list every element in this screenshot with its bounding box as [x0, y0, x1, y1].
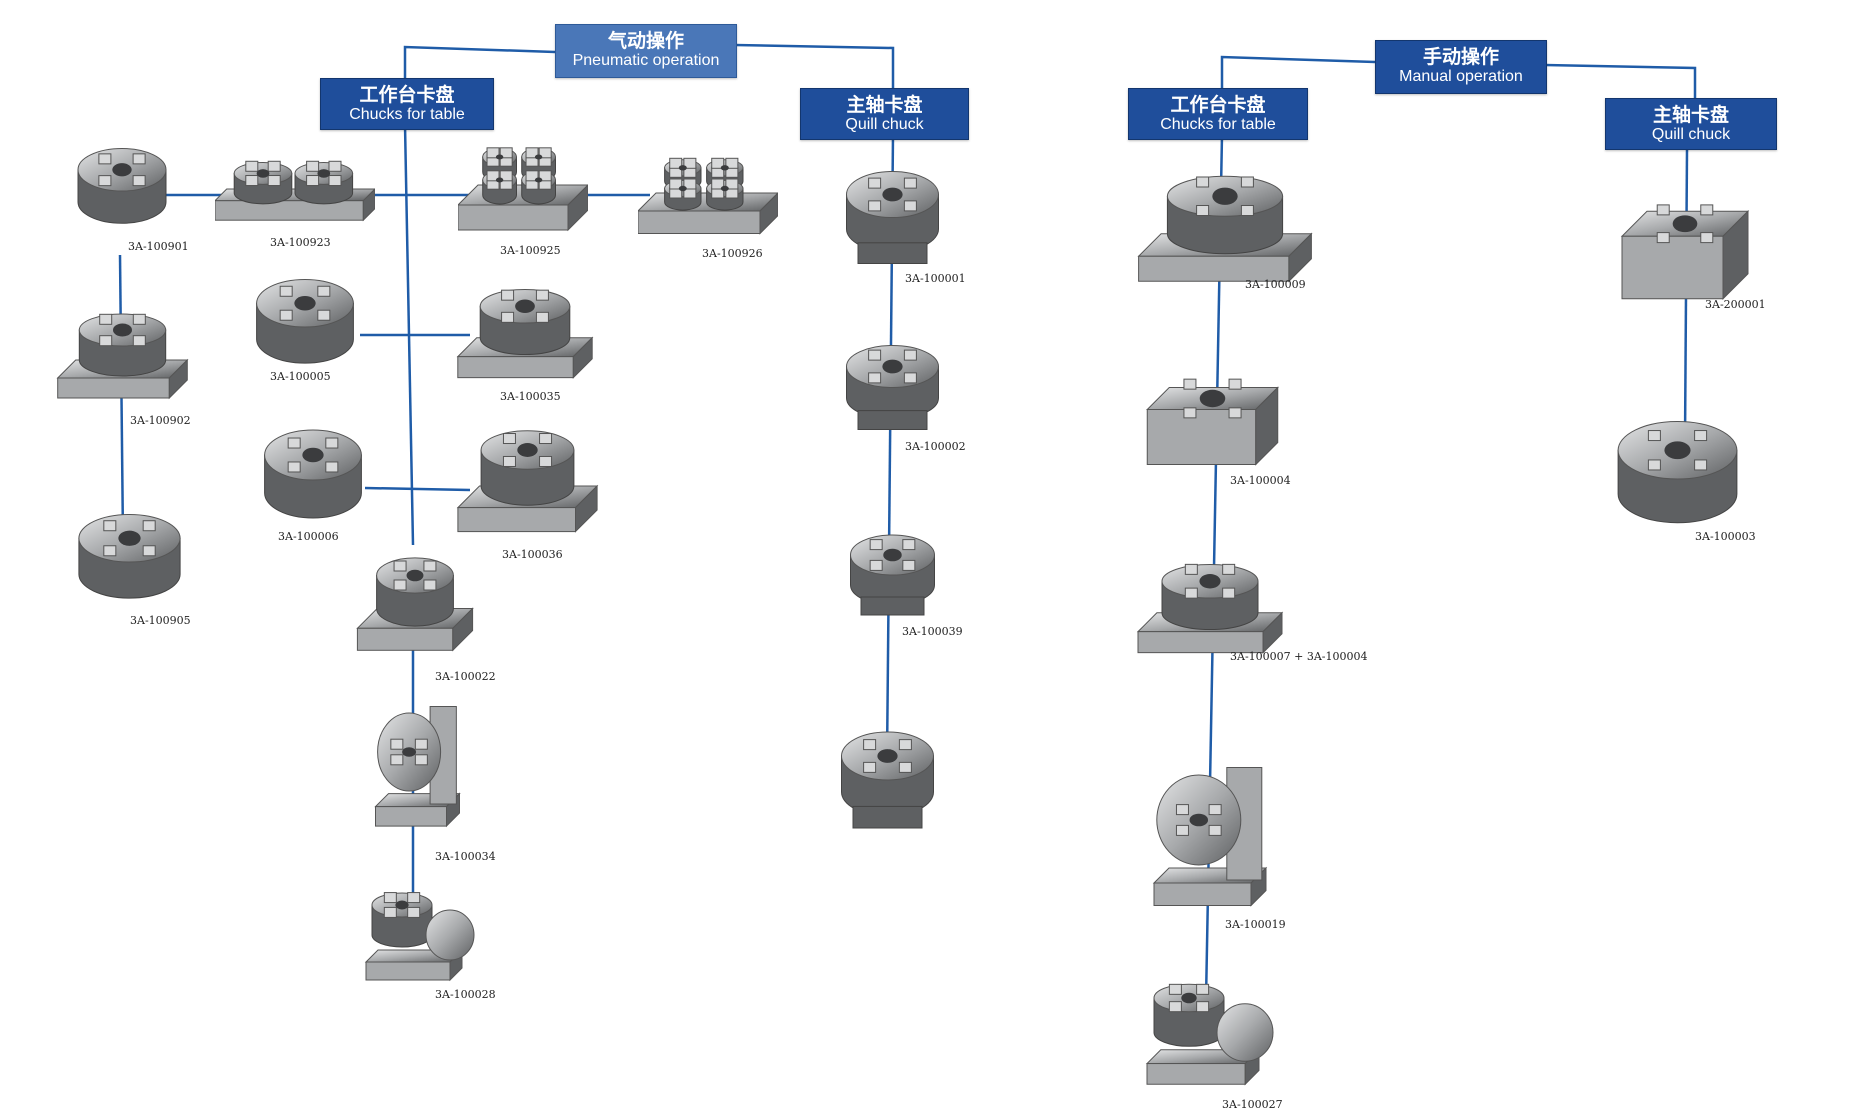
chuck-on-base-icon	[1137, 175, 1313, 283]
product-3a-100007	[1135, 555, 1285, 660]
square-chuck-icon	[1620, 204, 1750, 300]
product-3a-100902	[55, 305, 190, 405]
vertical-chuck-icon	[374, 706, 461, 828]
pneumatic-table-header-en: Chucks for table	[349, 106, 465, 123]
pneumatic-table-header: 工作台卡盘 Chucks for table	[320, 78, 494, 130]
label-3a-100027: 3A-100027	[1222, 1098, 1283, 1111]
manual-quill-header-zh: 主轴卡盘	[1652, 104, 1729, 126]
round-chuck-icon	[77, 148, 167, 224]
label-3a-100006: 3A-100006	[278, 530, 339, 543]
manual-header-en: Manual operation	[1399, 68, 1523, 85]
product-3a-100925	[458, 135, 588, 235]
label-3a-200001: 3A-200001	[1705, 298, 1766, 311]
label-3a-100022: 3A-100022	[435, 670, 496, 683]
quad-chuck-plate-icon	[458, 147, 588, 232]
chuck-on-base-icon	[1136, 563, 1284, 654]
square-chuck-icon	[1146, 378, 1279, 466]
manual-operation-header: 手动操作 Manual operation	[1375, 40, 1547, 94]
product-3a-100022	[355, 548, 475, 658]
chuck-on-base-icon	[356, 557, 474, 652]
product-3a-100001	[835, 160, 950, 275]
quill-chuck-icon	[846, 171, 939, 265]
product-3a-200001	[1615, 180, 1755, 305]
manual-table-header-zh: 工作台卡盘	[1170, 94, 1266, 116]
connector-pneumatic-right	[734, 43, 895, 88]
label-3a-100019: 3A-100019	[1225, 918, 1286, 931]
product-3a-100027	[1140, 975, 1280, 1090]
round-chuck-icon	[256, 279, 354, 364]
product-3a-100923	[215, 150, 375, 228]
label-3a-100028: 3A-100028	[435, 988, 496, 1001]
product-3a-100926	[638, 148, 778, 238]
product-3a-100905	[72, 505, 187, 600]
pneumatic-header-en: Pneumatic operation	[572, 52, 720, 69]
connector-manual-right	[1544, 63, 1697, 100]
label-3a-100039: 3A-100039	[902, 625, 963, 638]
label-3a-100036: 3A-100036	[502, 548, 563, 561]
product-3a-100034	[365, 700, 470, 830]
angle-chuck-icon	[364, 892, 475, 982]
round-chuck-icon	[78, 514, 181, 599]
pneumatic-operation-header: 气动操作 Pneumatic operation	[555, 24, 737, 78]
label-3a-100034: 3A-100034	[435, 850, 496, 863]
chuck-on-base-icon	[456, 288, 594, 379]
manual-table-header: 工作台卡盘 Chucks for table	[1128, 88, 1308, 140]
product-3a-100028	[360, 885, 480, 985]
product-3a-100009	[1135, 165, 1315, 290]
double-chuck-plate-icon	[215, 160, 375, 222]
angle-chuck-icon	[1145, 983, 1274, 1086]
label-3a-100007: 3A-100007 + 3A-100004	[1230, 650, 1368, 663]
label-3a-100005: 3A-100005	[270, 370, 331, 383]
manual-quill-header: 主轴卡盘 Quill chuck	[1605, 98, 1777, 150]
quad-chuck-plate-icon	[638, 157, 778, 235]
pneumatic-header-zh: 气动操作	[607, 30, 684, 52]
round-chuck-icon	[264, 429, 362, 519]
quill-chuck-icon	[841, 731, 934, 829]
product-3a-100004	[1140, 360, 1285, 470]
product-3a-100035	[455, 280, 595, 385]
label-3a-100925: 3A-100925	[500, 244, 561, 257]
pneumatic-table-header-zh: 工作台卡盘	[359, 84, 455, 106]
label-3a-100001: 3A-100001	[905, 272, 966, 285]
vertical-chuck-icon	[1152, 767, 1268, 907]
chuck-on-base-icon	[56, 313, 189, 400]
product-3a-100036	[455, 420, 600, 540]
label-3a-100004: 3A-100004	[1230, 474, 1291, 487]
product-3a-100003	[1610, 410, 1745, 525]
pneumatic-quill-header-en: Quill chuck	[845, 116, 924, 133]
label-3a-100002: 3A-100002	[905, 440, 966, 453]
chuck-on-base-icon	[456, 430, 599, 533]
quill-chuck-icon	[846, 345, 939, 430]
manual-quill-header-en: Quill chuck	[1651, 126, 1731, 143]
quill-chuck-icon	[850, 534, 935, 616]
label-3a-100035: 3A-100035	[500, 390, 561, 403]
round-chuck-icon	[1617, 421, 1738, 524]
connector-pneumatic-left	[403, 45, 556, 78]
label-3a-100003: 3A-100003	[1695, 530, 1756, 543]
label-3a-100009: 3A-100009	[1245, 278, 1306, 291]
pneumatic-quill-header-zh: 主轴卡盘	[846, 94, 923, 116]
product-3a-100901	[72, 140, 172, 225]
label-3a-100901: 3A-100901	[128, 240, 189, 253]
product-3a-100019	[1140, 760, 1280, 910]
label-3a-100905: 3A-100905	[130, 614, 191, 627]
label-3a-100923: 3A-100923	[270, 236, 331, 249]
connector-row-low	[364, 486, 471, 492]
pneumatic-quill-header: 主轴卡盘 Quill chuck	[800, 88, 969, 140]
label-3a-100926: 3A-100926	[702, 247, 763, 260]
connector-manual-left	[1220, 55, 1376, 88]
manual-header-zh: 手动操作	[1422, 46, 1499, 68]
product-3a-100039	[840, 525, 945, 625]
manual-table-header-en: Chucks for table	[1160, 116, 1276, 133]
product-3a-100006	[258, 420, 368, 520]
product-3a-100002	[835, 335, 950, 440]
product-quill-chuck-bottom	[830, 720, 945, 840]
label-3a-100902: 3A-100902	[130, 414, 191, 427]
product-3a-100005	[250, 270, 360, 365]
